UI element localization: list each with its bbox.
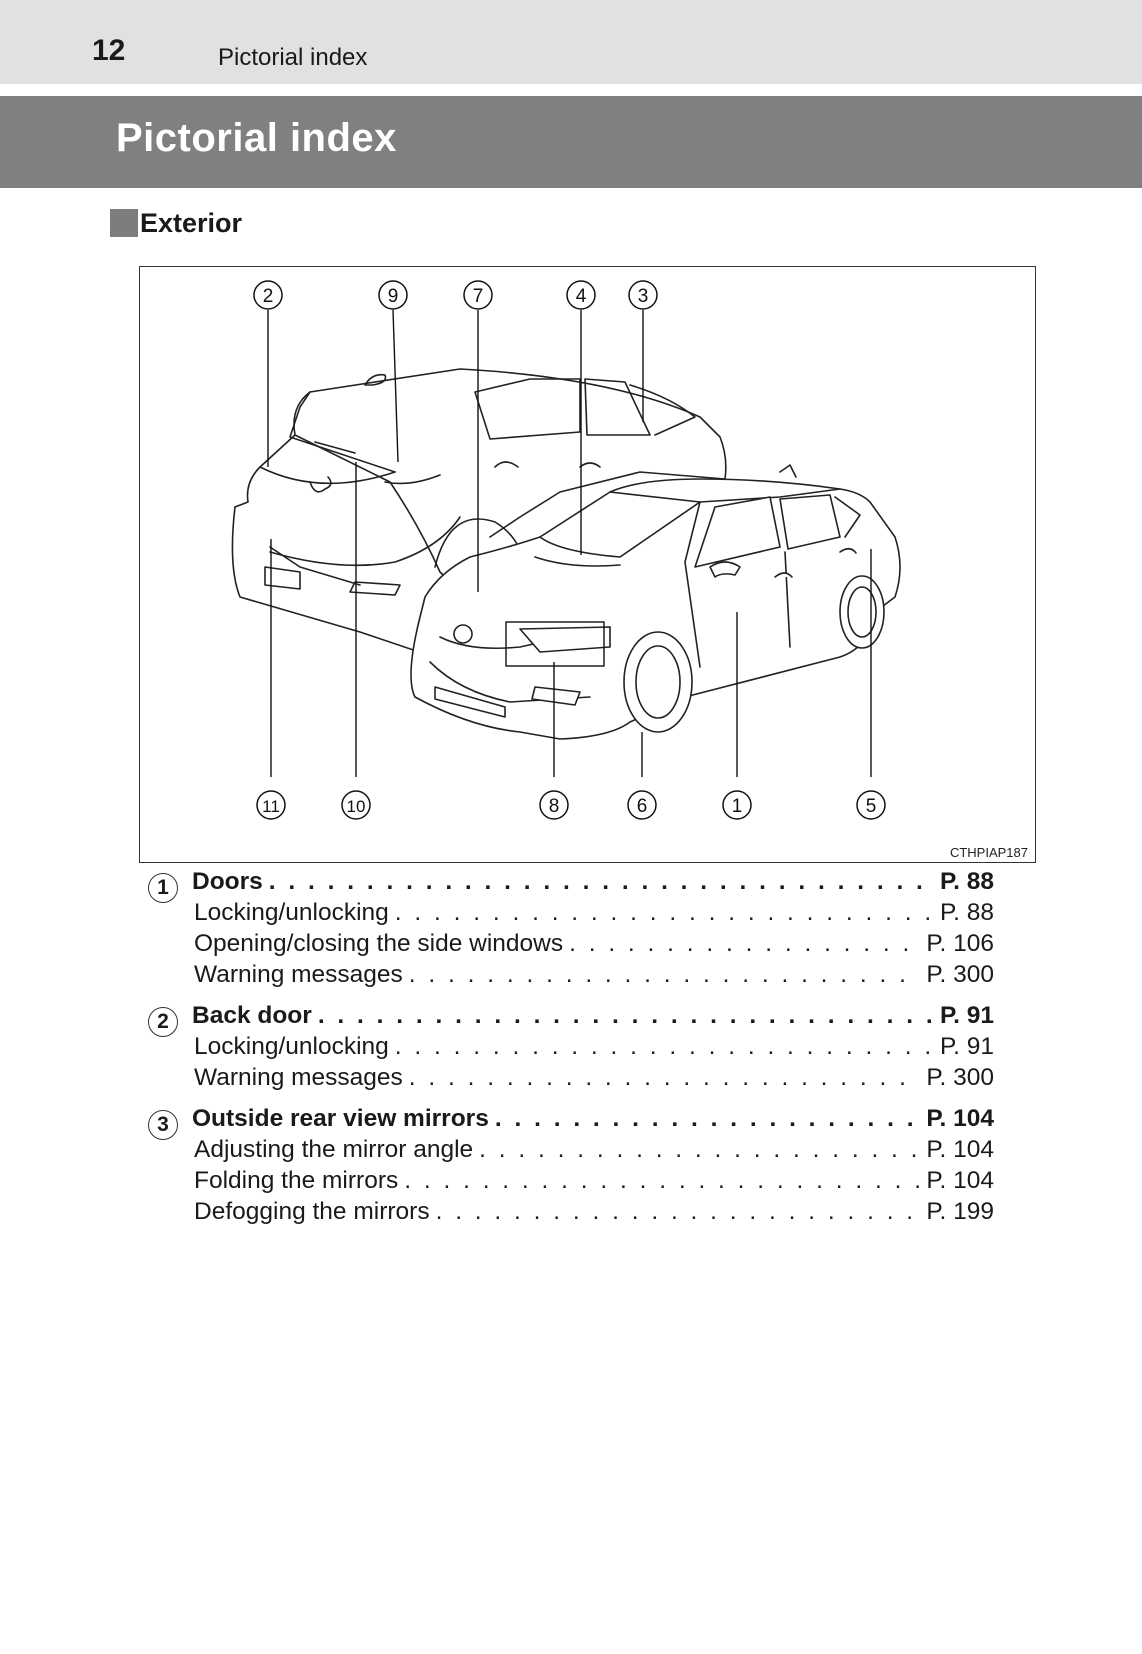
leader-dots	[409, 961, 921, 989]
running-header: 12 Pictorial index	[0, 0, 1142, 84]
callout-9-icon	[378, 280, 408, 310]
leader-dots	[409, 1064, 921, 1092]
callout-number: 3	[638, 286, 649, 307]
subitem-label: Locking/unlocking	[194, 1033, 389, 1060]
index-entry-doors: 1 Doors P. 88 Locking/unlocking P. 88 Op…	[148, 868, 994, 992]
subitem-label: Opening/closing the side windows	[194, 930, 564, 957]
callout-6-icon	[627, 790, 657, 820]
subitem-page-ref[interactable]: P. 104	[926, 1136, 994, 1163]
entry-main-row[interactable]: 3 Outside rear view mirrors P. 104	[148, 1105, 994, 1140]
callout-8-icon	[539, 790, 569, 820]
index-entry-outside-mirrors: 3 Outside rear view mirrors P. 104 Adjus…	[148, 1105, 994, 1229]
subitem-label: Defogging the mirrors	[194, 1198, 430, 1225]
callout-7-icon	[463, 280, 493, 310]
leader-dots	[404, 1167, 920, 1195]
subitem-label: Adjusting the mirror angle	[194, 1136, 474, 1163]
entry-main-row[interactable]: 2 Back door P. 91	[148, 1002, 994, 1037]
callout-10-icon	[341, 790, 371, 820]
callout-number: 2	[263, 286, 274, 307]
car-drawing: 2 9 7 4 3 11 10 8 6 1 5	[231, 280, 901, 820]
subitem-page-ref[interactable]: P. 300	[926, 961, 994, 988]
section-label: Exterior	[140, 207, 243, 238]
callout-number: 8	[549, 796, 560, 817]
callout-circles	[253, 280, 886, 820]
title-banner: Pictorial index	[0, 96, 1142, 188]
leader-dots	[318, 1002, 934, 1030]
subitem-page-ref[interactable]: P. 91	[939, 1033, 994, 1060]
figure-code: CTHPIAP187	[949, 845, 1028, 860]
section-square-icon	[110, 209, 138, 237]
entry-number-icon: 1	[148, 873, 178, 903]
callout-number: 7	[473, 286, 484, 307]
entry-page-ref[interactable]: P. 104	[926, 1105, 994, 1132]
callout-3-icon	[628, 280, 658, 310]
callout-numbers: 2 9 7 4 3 11 10 8 6 1 5	[262, 286, 876, 817]
entry-number-icon: 3	[148, 1110, 178, 1140]
running-head: Pictorial index	[218, 44, 368, 71]
subitem-row[interactable]: Warning messages P. 300	[148, 961, 994, 992]
callout-5-icon	[856, 790, 886, 820]
leader-dots	[479, 1136, 920, 1164]
callout-number: 1	[732, 796, 743, 817]
subitem-row[interactable]: Warning messages P. 300	[148, 1064, 994, 1095]
callout-4-icon	[566, 280, 596, 310]
subitem-row[interactable]: Locking/unlocking P. 91	[148, 1033, 994, 1064]
index-list: 1 Doors P. 88 Locking/unlocking P. 88 Op…	[148, 868, 994, 1239]
subitem-label: Warning messages	[194, 961, 403, 988]
subitem-page-ref[interactable]: P. 300	[926, 1064, 994, 1091]
subitem-row[interactable]: Defogging the mirrors P. 199	[148, 1198, 994, 1229]
entry-label: Outside rear view mirrors	[192, 1105, 489, 1132]
subitem-label: Locking/unlocking	[194, 899, 389, 926]
callout-leaders	[267, 309, 872, 777]
entry-page-ref[interactable]: P. 88	[939, 868, 994, 895]
leader-dots	[395, 899, 934, 927]
callout-2-icon	[253, 280, 283, 310]
page-number: 12	[92, 34, 126, 67]
exterior-illustration: 2 9 7 4 3 11 10 8 6 1 5 CTHPIAP187	[139, 266, 1036, 863]
entry-label: Back door	[192, 1002, 312, 1029]
subitem-row[interactable]: Adjusting the mirror angle P. 104	[148, 1136, 994, 1167]
subitem-page-ref[interactable]: P. 88	[939, 899, 994, 926]
subitem-row[interactable]: Locking/unlocking P. 88	[148, 899, 994, 930]
subitem-label: Warning messages	[194, 1064, 403, 1091]
callout-number: 11	[262, 797, 280, 816]
page-title: Pictorial index	[116, 116, 397, 160]
entry-label: Doors	[192, 868, 263, 895]
callout-number: 4	[576, 286, 587, 307]
entry-number-icon: 2	[148, 1007, 178, 1037]
front-car-drawing	[410, 464, 901, 740]
section-heading: Exterior	[110, 208, 242, 238]
leader-dots	[569, 930, 920, 958]
entry-page-ref[interactable]: P. 91	[939, 1002, 994, 1029]
index-entry-back-door: 2 Back door P. 91 Locking/unlocking P. 9…	[148, 1002, 994, 1095]
rear-car-drawing	[231, 368, 727, 660]
callout-number: 5	[866, 796, 877, 817]
leader-dots	[436, 1198, 921, 1226]
subitem-page-ref[interactable]: P. 104	[926, 1167, 994, 1194]
subitem-label: Folding the mirrors	[194, 1167, 399, 1194]
subitem-row[interactable]: Folding the mirrors P. 104	[148, 1167, 994, 1198]
entry-main-row[interactable]: 1 Doors P. 88	[148, 868, 994, 903]
leader-dots	[269, 868, 934, 896]
callout-number: 6	[637, 796, 648, 817]
callout-11-icon	[256, 790, 286, 820]
subitem-page-ref[interactable]: P. 106	[926, 930, 994, 957]
subitem-page-ref[interactable]: P. 199	[926, 1198, 994, 1225]
leader-dots	[395, 1033, 934, 1061]
callout-number: 9	[388, 286, 399, 307]
callout-number: 10	[347, 797, 366, 816]
callout-1-icon	[722, 790, 752, 820]
leader-dots	[495, 1105, 920, 1133]
subitem-row[interactable]: Opening/closing the side windows P. 106	[148, 930, 994, 961]
